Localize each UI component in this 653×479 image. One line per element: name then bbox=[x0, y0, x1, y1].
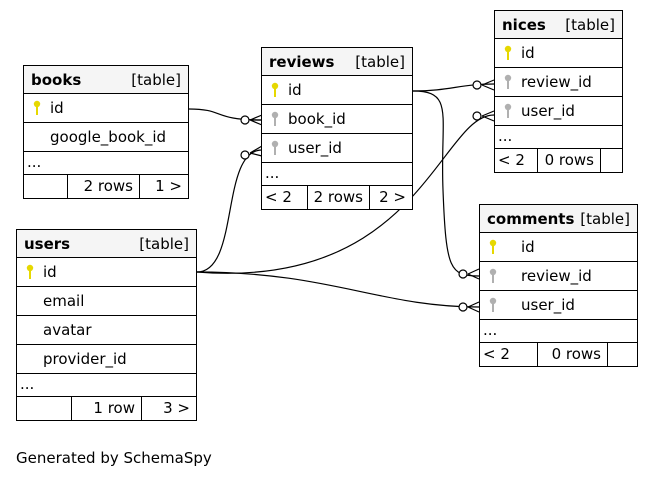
table-type-tag: [table] bbox=[580, 209, 630, 228]
column-row[interactable]: book_id bbox=[262, 105, 412, 134]
table-type-tag: [table] bbox=[565, 15, 615, 34]
next-link[interactable]: 1 > bbox=[155, 177, 182, 195]
table-name: users bbox=[24, 234, 71, 253]
table-header[interactable]: reviews [table] bbox=[262, 48, 412, 76]
column-name: user_id bbox=[521, 102, 575, 120]
relation-users-comments bbox=[196, 271, 480, 308]
table-footer: < 2 2 rows 2 > bbox=[262, 186, 412, 209]
next-link[interactable]: 2 > bbox=[379, 188, 406, 206]
column-row[interactable]: id bbox=[262, 76, 412, 105]
column-name: id bbox=[288, 81, 302, 99]
table-reviews[interactable]: reviews [table] id book_id user_id ... <… bbox=[261, 47, 413, 210]
table-header[interactable]: users [table] bbox=[17, 230, 196, 258]
table-users[interactable]: users [table] id email avatar provider_i… bbox=[16, 229, 197, 421]
next-link[interactable]: 3 > bbox=[163, 399, 190, 417]
column-row[interactable]: id bbox=[495, 39, 622, 68]
table-name: reviews bbox=[269, 52, 335, 71]
column-row[interactable]: google_book_id bbox=[24, 123, 188, 152]
row-count: 2 rows bbox=[68, 175, 140, 198]
table-name: comments bbox=[487, 209, 575, 228]
column-name: id bbox=[521, 44, 535, 62]
row-count: 1 row bbox=[72, 397, 142, 420]
row-count: 0 rows bbox=[538, 149, 601, 172]
table-type-tag: [table] bbox=[131, 70, 181, 89]
prev-link[interactable] bbox=[17, 397, 72, 420]
more-columns: ... bbox=[262, 163, 412, 186]
column-name: user_id bbox=[521, 296, 575, 314]
column-name: email bbox=[43, 292, 85, 310]
column-row[interactable]: user_id bbox=[262, 134, 412, 163]
column-name: id bbox=[50, 99, 64, 117]
primary-key-icon bbox=[504, 45, 512, 60]
column-row[interactable]: id bbox=[480, 233, 637, 262]
more-columns: ... bbox=[495, 126, 622, 149]
column-name: google_book_id bbox=[50, 128, 167, 146]
table-books[interactable]: books [table] id google_book_id ... 2 ro… bbox=[23, 65, 189, 199]
relation-books-reviews bbox=[188, 108, 263, 121]
column-name: provider_id bbox=[43, 350, 127, 368]
generated-by-caption: Generated by SchemaSpy bbox=[16, 449, 212, 467]
primary-key-icon bbox=[26, 264, 34, 279]
column-name: book_id bbox=[288, 110, 346, 128]
column-row[interactable]: id bbox=[24, 94, 188, 123]
table-header[interactable]: comments [table] bbox=[480, 205, 637, 233]
primary-key-icon bbox=[271, 82, 279, 97]
next-link[interactable] bbox=[601, 149, 622, 172]
column-row[interactable]: user_id bbox=[495, 97, 622, 126]
more-columns: ... bbox=[480, 320, 637, 343]
foreign-key-icon bbox=[271, 140, 279, 155]
prev-link[interactable]: < 2 bbox=[480, 343, 538, 366]
column-name: review_id bbox=[521, 267, 592, 285]
column-row[interactable]: user_id bbox=[480, 291, 637, 320]
prev-link[interactable]: < 2 bbox=[495, 149, 538, 172]
table-footer: < 2 0 rows bbox=[495, 149, 622, 172]
table-footer: < 2 0 rows bbox=[480, 343, 637, 366]
column-name: id bbox=[43, 263, 57, 281]
table-header[interactable]: books [table] bbox=[24, 66, 188, 94]
column-name: avatar bbox=[43, 321, 92, 339]
table-footer: 2 rows 1 > bbox=[24, 175, 188, 198]
column-name: user_id bbox=[288, 139, 342, 157]
column-name: review_id bbox=[521, 73, 592, 91]
table-footer: 1 row 3 > bbox=[17, 397, 196, 420]
primary-key-icon bbox=[33, 100, 41, 115]
table-header[interactable]: nices [table] bbox=[495, 11, 622, 39]
table-type-tag: [table] bbox=[355, 52, 405, 71]
column-name: id bbox=[521, 238, 535, 256]
next-link[interactable] bbox=[608, 343, 637, 366]
table-name: books bbox=[31, 70, 82, 89]
column-row[interactable]: email bbox=[17, 287, 196, 316]
table-type-tag: [table] bbox=[139, 234, 189, 253]
prev-link[interactable]: < 2 bbox=[262, 186, 308, 209]
relation-reviews-nices bbox=[412, 83, 495, 92]
relation-users-reviews bbox=[196, 149, 263, 273]
foreign-key-icon bbox=[271, 111, 279, 126]
table-name: nices bbox=[502, 15, 546, 34]
foreign-key-icon bbox=[489, 297, 497, 312]
more-columns: ... bbox=[17, 374, 196, 397]
row-count: 0 rows bbox=[538, 343, 608, 366]
row-count: 2 rows bbox=[308, 186, 370, 209]
more-columns: ... bbox=[24, 152, 188, 175]
table-nices[interactable]: nices [table] id review_id user_id ... <… bbox=[494, 10, 623, 173]
column-row[interactable]: provider_id bbox=[17, 345, 196, 374]
column-row[interactable]: review_id bbox=[480, 262, 637, 291]
foreign-key-icon bbox=[504, 103, 512, 118]
column-row[interactable]: avatar bbox=[17, 316, 196, 345]
prev-link[interactable] bbox=[24, 175, 68, 198]
column-row[interactable]: review_id bbox=[495, 68, 622, 97]
relation-reviews-comments bbox=[412, 90, 480, 277]
foreign-key-icon bbox=[489, 268, 497, 283]
table-comments[interactable]: comments [table] id review_id user_id ..… bbox=[479, 204, 638, 367]
foreign-key-icon bbox=[504, 74, 512, 89]
primary-key-icon bbox=[489, 239, 497, 254]
column-row[interactable]: id bbox=[17, 258, 196, 287]
